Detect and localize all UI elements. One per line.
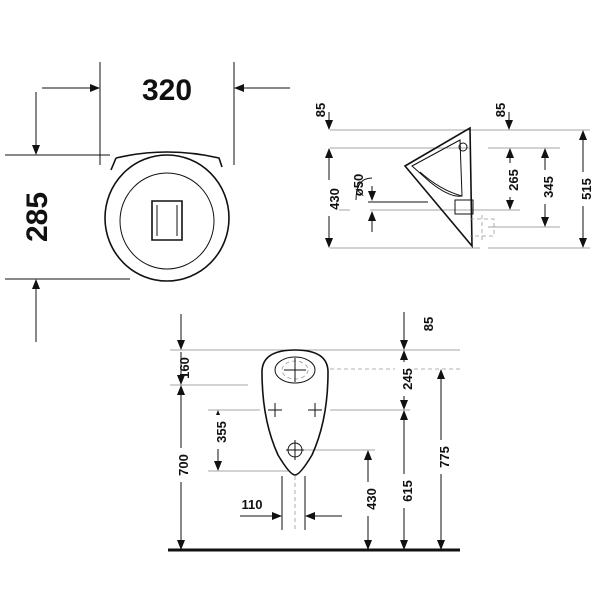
depth-label: 285 — [21, 192, 54, 242]
front-615-label: 615 — [400, 480, 415, 502]
side-515-label-bg — [575, 172, 593, 206]
side-430-arrow-bottom — [325, 238, 333, 248]
side-430-label-bg — [319, 180, 339, 216]
side-bowl-inner — [411, 139, 463, 197]
side-265-arrow-top — [506, 148, 514, 158]
side-515-arrow-top — [579, 130, 587, 140]
width-label: 320 — [142, 74, 192, 107]
side-515-arrow-bottom — [579, 238, 587, 248]
front-110-label: 110 — [242, 497, 263, 512]
front-430-label: 430 — [364, 488, 379, 510]
front-body-outline — [261, 349, 329, 476]
front-700-arrow-bottom — [177, 540, 185, 550]
front-775-label: 775 — [437, 446, 452, 468]
side-265-label: 265 — [506, 169, 521, 191]
side-view: 85 85 430 ø50 265 345 — [313, 103, 594, 249]
side-outlet-fitting — [454, 199, 474, 215]
front-430-arrow-bottom — [364, 540, 372, 550]
front-85-label: 85 — [421, 317, 436, 331]
side-85-left-label: 85 — [313, 103, 328, 117]
front-245-arrow-bottom — [400, 400, 408, 410]
front-615-arrow-top — [400, 410, 408, 420]
side-345-label: 345 — [541, 176, 556, 198]
bowl-inner-outline — [119, 172, 215, 270]
front-775-arrow-top — [437, 369, 445, 379]
side-345-label-bg — [537, 170, 555, 204]
bowl-outer-outline — [104, 154, 230, 282]
side-430-arrow-top — [325, 148, 333, 158]
top-rim-back-left — [110, 157, 117, 171]
front-160-arrow-bottom — [177, 375, 185, 385]
side-inlet-circle — [458, 142, 468, 152]
front-245-arrow-top — [400, 350, 408, 360]
top-view: 320 285 — [5, 62, 290, 342]
side-345-arrow-top — [541, 148, 549, 158]
side-430-label: 430 — [327, 188, 342, 210]
front-355-label: 355 — [214, 421, 229, 443]
front-mounting-holes — [268, 403, 322, 417]
front-700-label: 700 — [176, 454, 191, 476]
front-615-label-bg — [395, 474, 413, 508]
front-430-label-bg — [359, 482, 377, 516]
side-85-right-label: 85 — [493, 103, 508, 117]
front-700-arrow-top — [177, 385, 185, 395]
top-rim-back — [115, 151, 223, 168]
front-245-label-bg — [395, 362, 413, 396]
side-bowl-curve — [419, 171, 463, 197]
side-265-label-bg — [502, 163, 520, 197]
side-diameter-leader — [355, 177, 373, 201]
front-bowl-opening — [274, 356, 316, 384]
front-700-label-bg — [172, 448, 190, 482]
side-515-label: 515 — [579, 178, 594, 200]
front-775-label-bg — [432, 440, 450, 474]
side-body-outline — [403, 126, 473, 249]
front-view: 85 160 700 355 — [168, 312, 460, 552]
side-265-arrow-bottom — [506, 200, 514, 210]
front-615-arrow-bottom — [400, 540, 408, 550]
front-775-arrow-bottom — [437, 540, 445, 550]
front-430-arrow-top — [364, 450, 372, 460]
front-355-arrow-bottom — [214, 461, 222, 471]
front-160-label: 160 — [177, 357, 192, 379]
front-245-label: 245 — [400, 368, 415, 390]
side-outlet-pipe — [470, 218, 495, 237]
drain-plate — [151, 200, 183, 241]
side-345-arrow-bottom — [541, 217, 549, 227]
front-355-label-bg — [209, 415, 227, 449]
